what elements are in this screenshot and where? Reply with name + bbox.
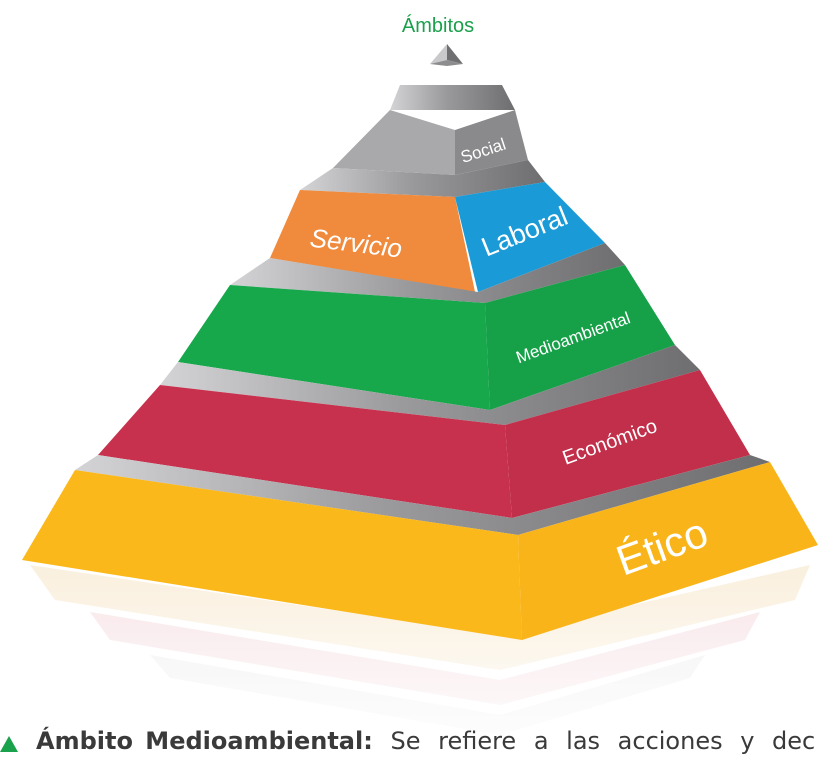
caption-term: Ámbito Medioambiental:	[36, 727, 373, 755]
pyramid-tier-medioambiental	[178, 243, 675, 410]
pyramid-tier-economico	[98, 345, 750, 518]
caption-text: Se refiere a las acciones y dec	[390, 727, 816, 755]
pyramid-apex	[430, 44, 463, 66]
caption-paragraph: Ámbito Medioambiental: Se refiere a las …	[36, 727, 835, 755]
diagram-title: Ámbitos	[402, 14, 474, 37]
pyramid-tier-etico	[22, 455, 818, 640]
pyramid-tier-social	[333, 85, 528, 175]
bullet-triangle-icon	[0, 736, 18, 752]
pyramid-reflection	[0, 560, 835, 760]
